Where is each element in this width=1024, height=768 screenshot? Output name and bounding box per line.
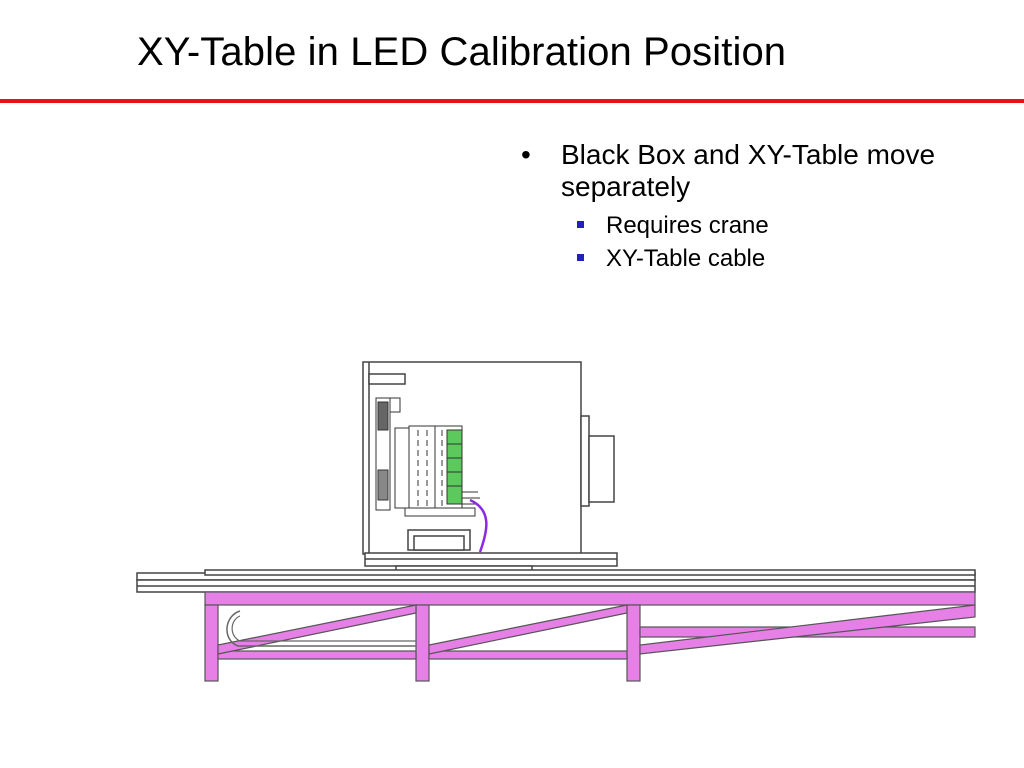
frame-diagonal-1: [217, 604, 417, 655]
black-box: [362, 361, 618, 573]
title-underline: [0, 99, 1024, 103]
sub-bullet-text: Requires crane: [606, 212, 769, 239]
bullet-list: • Black Box and XY-Table move separately…: [521, 139, 1001, 275]
post-clamp: [377, 469, 389, 501]
frame-lower-beam-2: [428, 650, 628, 660]
bottom-stand-inner: [413, 535, 465, 551]
frame-leg-2: [415, 604, 430, 682]
driver-board: [394, 427, 410, 509]
top-holder: [389, 397, 401, 413]
bullet-text: Black Box and XY-Table move separately: [561, 139, 936, 202]
side-flange: [580, 415, 590, 507]
xy-table-cable: [469, 498, 488, 553]
sub-bullet-item: XY-Table cable: [561, 242, 1001, 275]
square-bullet-icon: [577, 254, 584, 261]
led-electronics: [375, 397, 480, 517]
round-bullet-icon: •: [521, 139, 531, 170]
sub-bullet-item: Requires crane: [561, 209, 1001, 242]
post-bracket: [377, 401, 389, 431]
rail-cap: [204, 569, 976, 576]
led-module-left: [408, 425, 436, 511]
xy-table-top-rail: [136, 569, 976, 593]
support-frame: [204, 591, 976, 682]
square-bullet-icon: [577, 221, 584, 228]
xy-table-diagram: [136, 361, 976, 682]
cable-carrier-inner: [231, 615, 416, 642]
frame-leg-3: [626, 604, 641, 682]
side-port: [588, 435, 615, 503]
frame-diagonal-3: [639, 604, 976, 655]
module-base: [404, 507, 476, 517]
top-bracket: [368, 373, 406, 385]
bullet-item: • Black Box and XY-Table move separately…: [521, 139, 1001, 275]
cable-carrier: [226, 610, 416, 647]
slide-title: XY-Table in LED Calibration Position: [137, 30, 787, 74]
sub-bullet-text: XY-Table cable: [606, 245, 766, 272]
sub-bullet-list: Requires crane XY-Table cable: [561, 209, 1001, 275]
frame-lower-beam-1: [217, 650, 417, 660]
frame-diagonal-2: [428, 604, 628, 655]
frame-top-beam: [204, 591, 976, 606]
green-pcb: [446, 429, 463, 505]
frame-leg-1: [204, 604, 219, 682]
